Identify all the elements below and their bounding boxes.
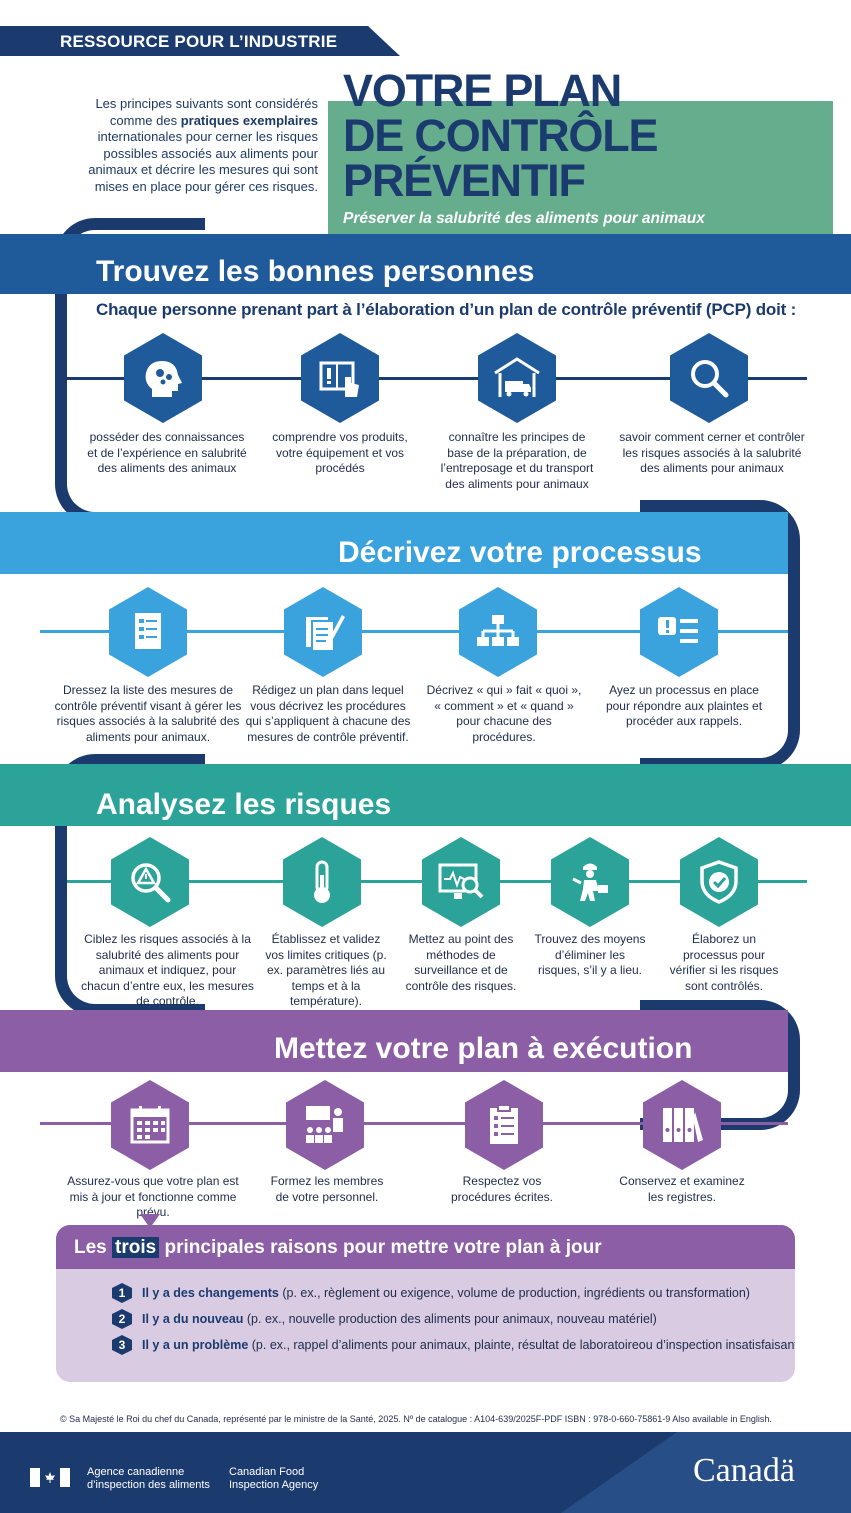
section1-title: Trouvez les bonnes personnes bbox=[96, 255, 535, 288]
section3-caption-4: Trouvez des moyens d’éliminer les risque… bbox=[534, 932, 646, 977]
section1-caption-4: savoir comment cerner et contrôler les r… bbox=[619, 430, 805, 475]
section4-caption-1: Assurez-vous que votre plan est mis à jo… bbox=[67, 1174, 239, 1219]
section2-caption-4: Ayez un processus en place pour répondre… bbox=[605, 683, 763, 728]
canada-wordmark: Canadä bbox=[693, 1452, 795, 1489]
warning-magnifier-icon bbox=[111, 837, 189, 927]
head-gears-icon bbox=[124, 333, 202, 423]
warehouse-truck-icon bbox=[478, 333, 556, 423]
section2-caption-1: Dressez la liste des mesures de contrôle… bbox=[54, 683, 242, 744]
intro-text: Les principes suivants sont considérés c… bbox=[88, 96, 318, 194]
alert-list-icon bbox=[640, 587, 718, 677]
footer-bar bbox=[0, 1432, 851, 1513]
clipboard-icon bbox=[465, 1080, 543, 1170]
number-1-icon: 1 bbox=[112, 1283, 132, 1303]
shield-check-icon bbox=[680, 837, 758, 927]
section4-band bbox=[0, 1010, 788, 1072]
section1-caption-1: posséder des connaissances et de l’expér… bbox=[87, 430, 247, 475]
section3-caption-2: Établissez et validez vos limites critiq… bbox=[265, 932, 387, 1008]
canada-flag-icon bbox=[30, 1468, 70, 1487]
section4-title: Mettez votre plan à exécution bbox=[274, 1032, 693, 1065]
binders-icon bbox=[643, 1080, 721, 1170]
number-2-icon: 2 bbox=[112, 1309, 132, 1329]
section4-caption-3: Respectez vos procédures écrites. bbox=[450, 1174, 554, 1204]
section2-caption-2: Rédigez un plan dans lequel vous décrive… bbox=[245, 683, 411, 744]
section1-band bbox=[0, 234, 851, 294]
reasons-heading: Les trois principales raisons pour mettr… bbox=[56, 1225, 795, 1269]
section3-band bbox=[0, 764, 851, 826]
resource-tag: RESSOURCE POUR L’INDUSTRIE bbox=[0, 26, 400, 56]
reasons-highlight: trois bbox=[112, 1237, 160, 1258]
title-box bbox=[328, 101, 833, 235]
worker-icon bbox=[551, 837, 629, 927]
copyright-notice: © Sa Majesté le Roi du chef du Canada, r… bbox=[60, 1414, 772, 1424]
section2-line bbox=[40, 630, 788, 633]
checklist-icon bbox=[109, 587, 187, 677]
section3-title: Analysez les risques bbox=[96, 788, 392, 821]
documents-pen-icon bbox=[284, 587, 362, 677]
resource-tag-label: RESSOURCE POUR L’INDUSTRIE bbox=[60, 32, 338, 51]
page-title: VOTRE PLAN DE CONTRÔLE PRÉVENTIF bbox=[343, 65, 659, 206]
section3-caption-1: Ciblez les risques associés à la salubri… bbox=[81, 932, 254, 1008]
manual-hand-icon bbox=[301, 333, 379, 423]
section1-line bbox=[67, 377, 807, 380]
section1-caption-3: connaître les principes de base de la pr… bbox=[440, 430, 594, 491]
section1-lead: Chaque personne prenant part à l’élabora… bbox=[96, 300, 797, 319]
section2-title: Décrivez votre processus bbox=[338, 536, 702, 569]
number-3-icon: 3 bbox=[112, 1335, 132, 1355]
thermometer-icon bbox=[283, 837, 361, 927]
org-chart-icon bbox=[459, 587, 537, 677]
calendar-icon bbox=[111, 1080, 189, 1170]
page-subtitle: Préserver la salubrité des aliments pour… bbox=[343, 210, 705, 227]
section2-band bbox=[0, 512, 788, 574]
section3-caption-3: Mettez au point des méthodes de surveill… bbox=[405, 932, 517, 993]
section1-caption-2: comprendre vos produits, votre équipemen… bbox=[272, 430, 408, 475]
monitor-magnifier-icon bbox=[422, 837, 500, 927]
intro-bold: pratiques exemplaires bbox=[180, 112, 318, 128]
section4-line bbox=[40, 1122, 788, 1125]
section4-caption-2: Formez les membres de votre personnel. bbox=[270, 1174, 384, 1204]
section4-caption-4: Conservez et examinez les registres. bbox=[619, 1174, 745, 1204]
section3-caption-5: Élaborez un processus pour vérifier si l… bbox=[669, 932, 779, 993]
training-icon bbox=[286, 1080, 364, 1170]
section2-caption-3: Décrivez « qui » fait « quoi », « commen… bbox=[426, 683, 582, 744]
magnifier-icon bbox=[670, 333, 748, 423]
reasons-box: Les trois principales raisons pour mettr… bbox=[56, 1225, 795, 1382]
